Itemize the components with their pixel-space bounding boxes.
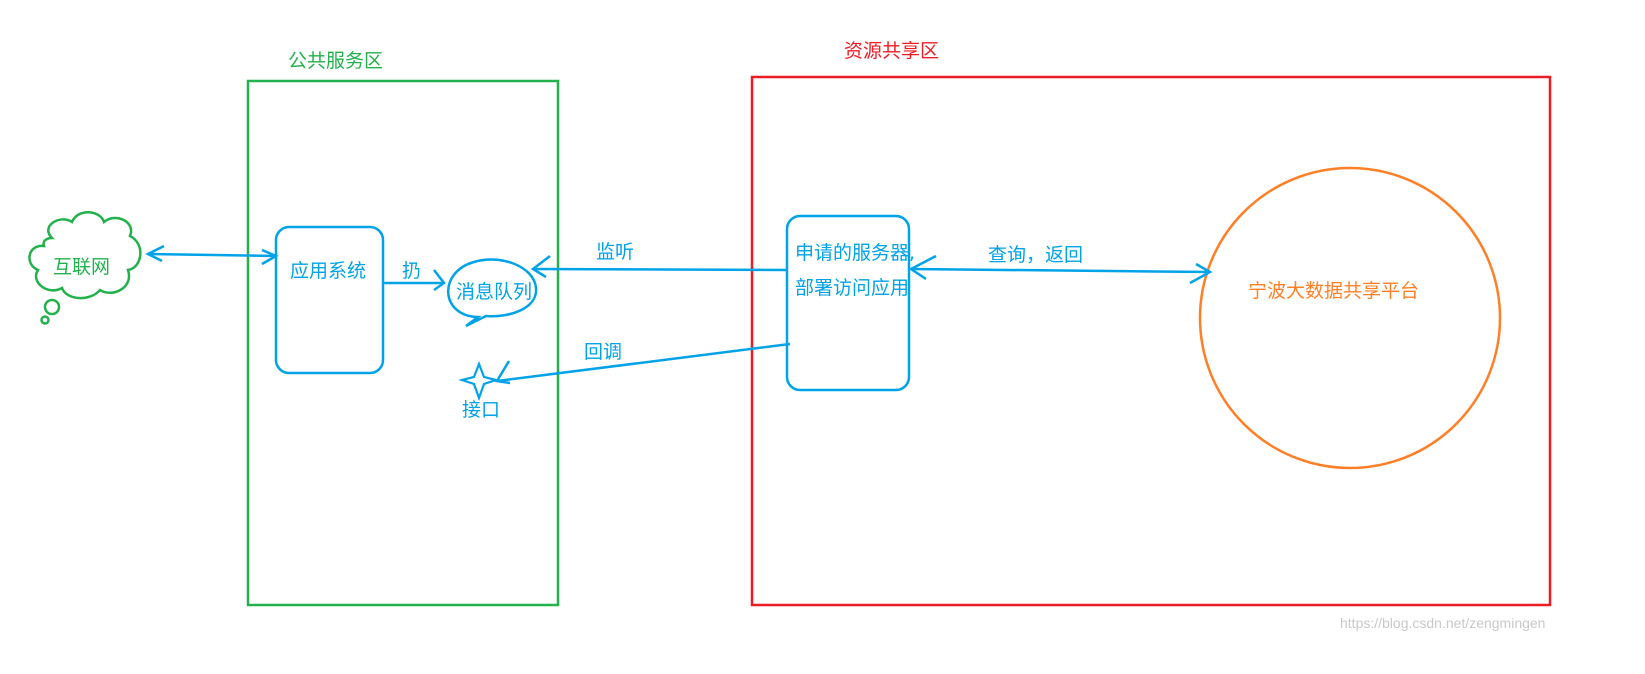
platform-circle (1198, 166, 1502, 470)
internet-cloud-shape (28, 211, 142, 300)
query-return-label: 查询，返回 (988, 244, 1083, 266)
server-box (785, 214, 911, 392)
arrow-left-icon (908, 254, 937, 281)
callback-connector: 回调 (494, 341, 791, 385)
listen-connector: 监听 (530, 241, 788, 279)
arrow-right-icon (1189, 262, 1213, 285)
arrow-right-icon (433, 269, 446, 292)
message-queue-node: 消息队列 (447, 258, 538, 328)
message-queue-label: 消息队列 (456, 281, 532, 303)
throw-connector: 扔 (383, 260, 446, 292)
internet-app-line (147, 252, 277, 258)
server-node: 申请的服务器, 部署访问应用 (785, 214, 915, 392)
query-return-connector: 查询，返回 (908, 244, 1213, 285)
callback-line (496, 342, 791, 383)
internet-cloud-bubble-large (43, 298, 61, 316)
app-system-label: 应用系统 (290, 260, 366, 282)
interface-node: 接口 (458, 360, 500, 421)
resource-sharing-zone-title: 资源共享区 (844, 40, 939, 62)
platform-node: 宁波大数据共享平台 (1198, 166, 1502, 470)
watermark-text: https://blog.csdn.net/zengmingen (1340, 615, 1545, 631)
callback-label: 回调 (584, 341, 622, 363)
internet-cloud-bubble-small (40, 315, 50, 325)
server-label-line1: 申请的服务器, (795, 242, 915, 264)
resource-sharing-zone-border (750, 75, 1552, 607)
platform-label: 宁波大数据共享平台 (1248, 280, 1419, 302)
resource-sharing-zone: 资源共享区 (750, 40, 1552, 607)
message-queue-bubble (447, 258, 538, 328)
arrow-left-icon (494, 360, 511, 385)
public-service-zone-border (246, 79, 560, 607)
internet-label: 互联网 (53, 256, 110, 278)
listen-line (532, 267, 788, 272)
listen-label: 监听 (596, 241, 634, 263)
public-service-zone: 公共服务区 (246, 50, 560, 607)
query-return-line (910, 267, 1211, 274)
arrow-left-icon (530, 255, 551, 279)
star-icon (458, 360, 500, 402)
internet-node: 互联网 (28, 211, 142, 325)
app-system-node: 应用系统 (274, 225, 385, 375)
arrow-left-icon (145, 244, 165, 263)
server-label-line2: 部署访问应用 (795, 277, 909, 299)
throw-label: 扔 (402, 260, 421, 282)
arrow-right-icon (261, 248, 279, 266)
app-system-box (274, 225, 385, 375)
interface-label: 接口 (462, 399, 500, 421)
internet-app-connector (145, 244, 279, 266)
public-service-zone-title: 公共服务区 (288, 50, 383, 72)
